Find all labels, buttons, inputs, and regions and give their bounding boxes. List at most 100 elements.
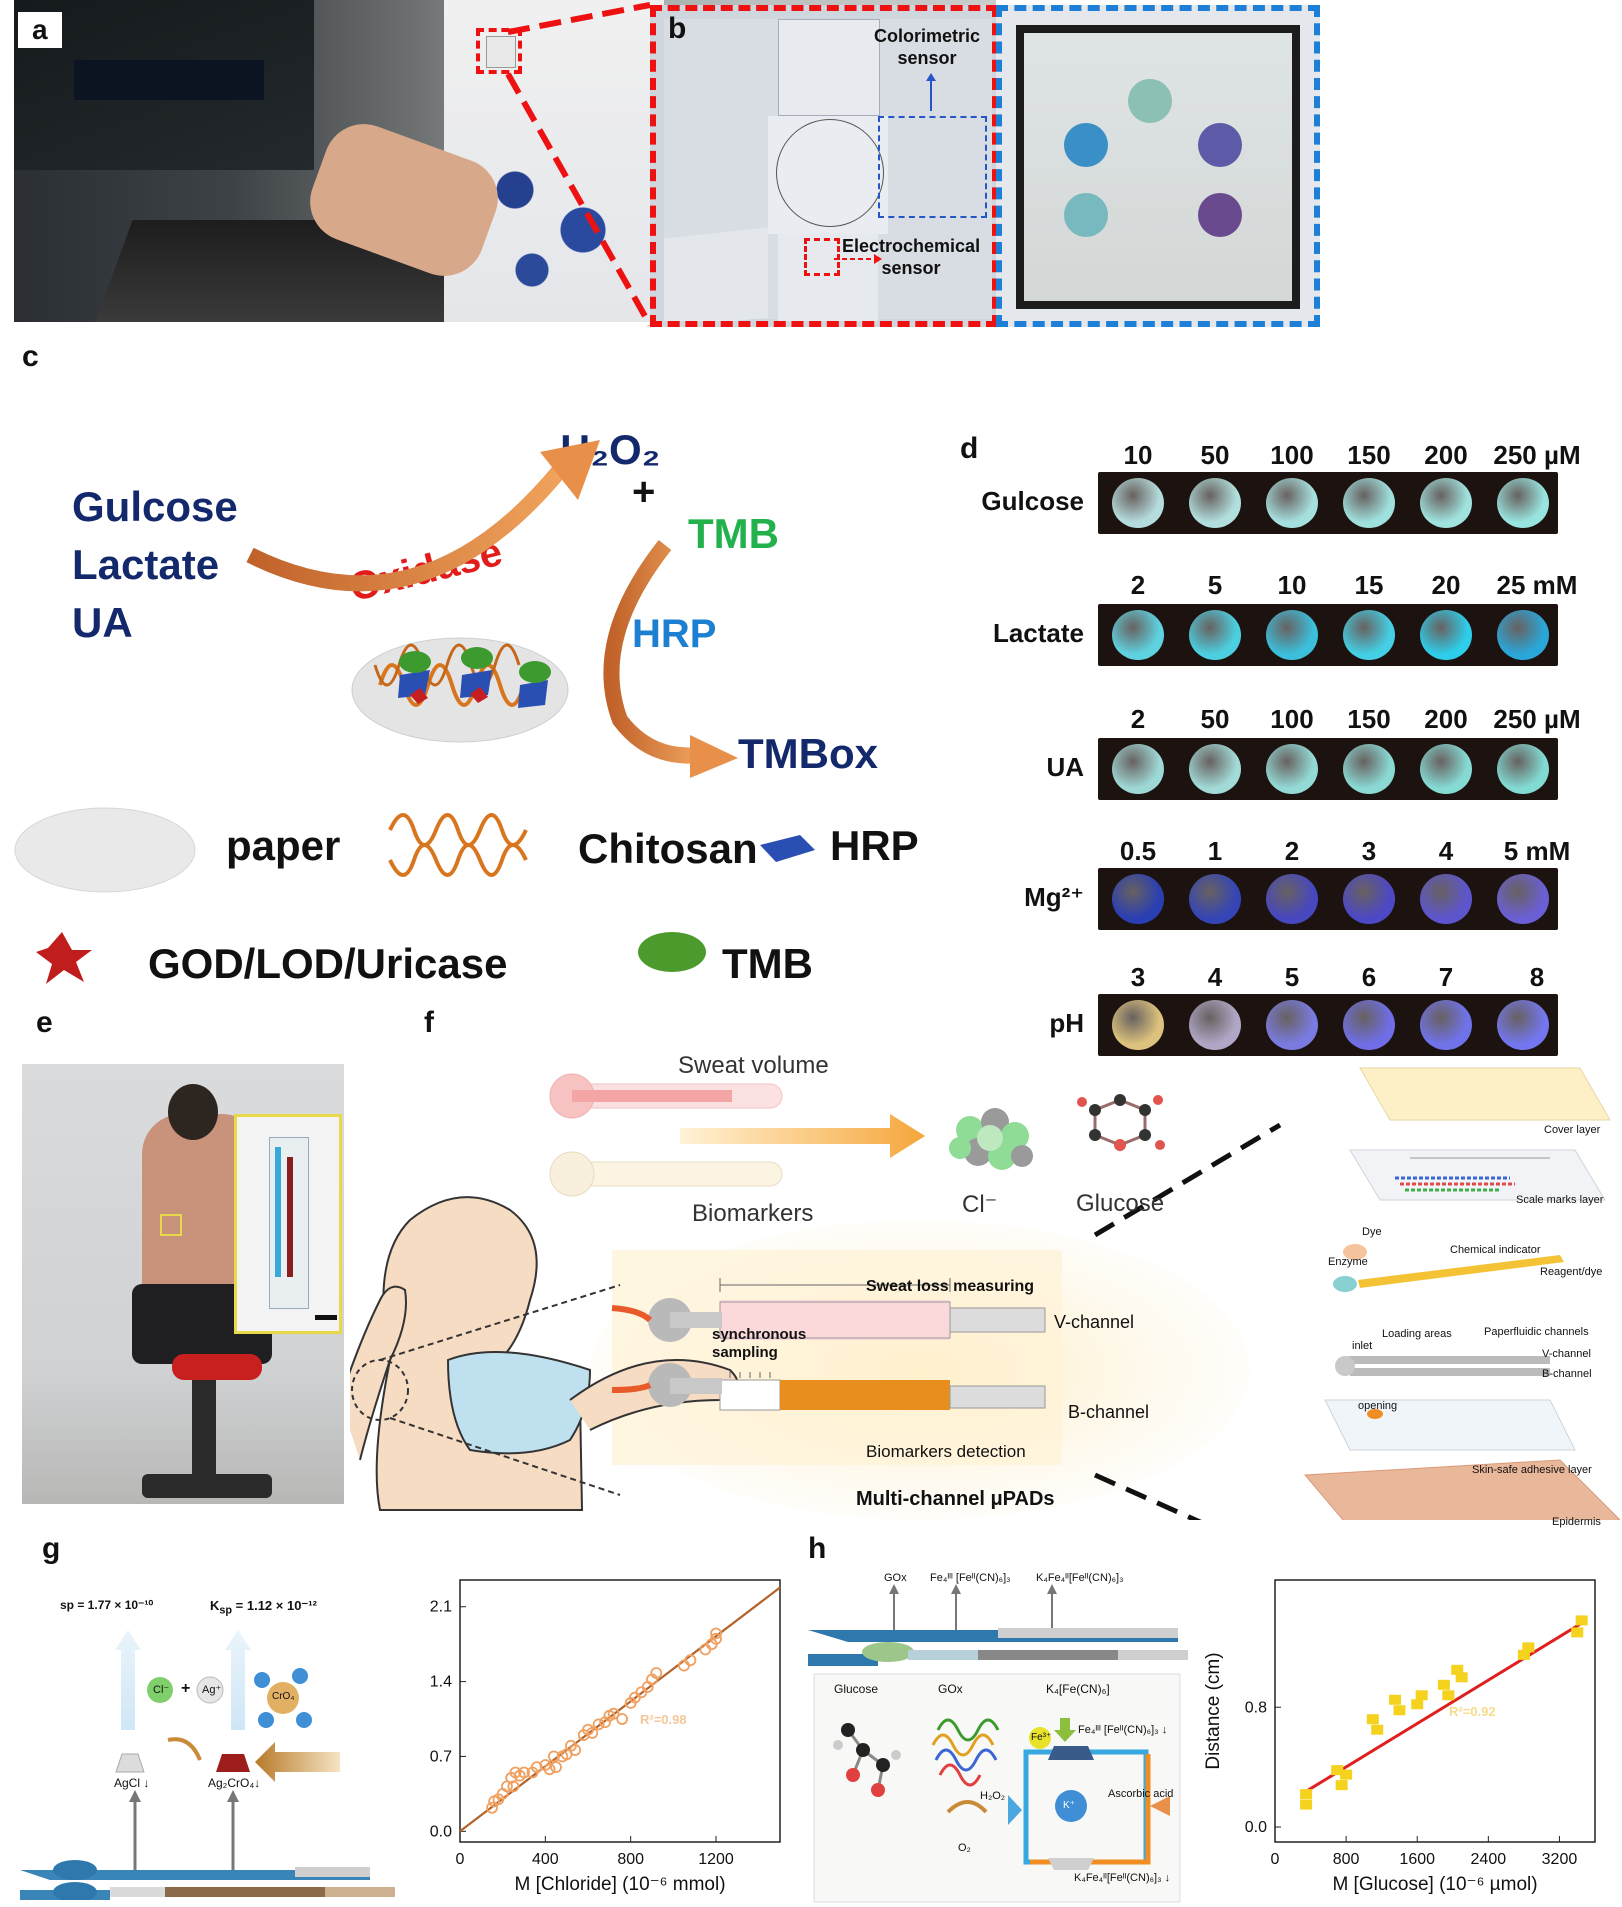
hrp-label: HRP (632, 612, 717, 656)
tmbox-label: TMBox (738, 730, 878, 777)
data-point (550, 1761, 562, 1774)
concentration-label: 3 (1130, 962, 1146, 992)
x-tick-label: 3200 (1542, 1851, 1578, 1868)
h-fe4-top: Fe₄ᴵᴵᴵ [Feᴵᴵ(CN)₆]₃ (930, 1572, 1011, 1584)
highlight-box (476, 28, 522, 74)
colorimetric-label-line1: Colorimetric (874, 26, 981, 46)
concentration-label: 2 (1130, 704, 1146, 734)
color-spot (1497, 1000, 1549, 1050)
concentration-label: 5 mM (1503, 836, 1571, 866)
sensor-spot-1 (1128, 79, 1172, 123)
concentration-label: 10 (1277, 570, 1307, 600)
head (168, 1084, 218, 1140)
data-point (569, 1744, 582, 1756)
inset-channel-b (287, 1157, 293, 1277)
data-point (586, 1727, 599, 1739)
color-spot (1266, 744, 1318, 794)
layer-opening: opening (1358, 1400, 1398, 1412)
chloride-cluster (949, 1108, 1033, 1170)
concentration-label: 5 (1207, 570, 1223, 600)
r-squared-annotation: R²=0.92 (1449, 1704, 1496, 1719)
color-spot (1112, 744, 1164, 794)
panel-h-scheme (808, 1584, 1188, 1903)
data-point (1340, 1769, 1353, 1780)
strip-row-label: pH (1049, 1008, 1084, 1038)
color-spot (1343, 1000, 1395, 1050)
data-point (592, 1718, 605, 1731)
concentration-label: 0.5 (1119, 836, 1157, 866)
analyte-ua: UA (72, 599, 133, 646)
plot-frame (1274, 1579, 1596, 1843)
x-tick-label: 1200 (698, 1851, 734, 1868)
electrochemical-label: Electrochemical sensor (842, 235, 980, 279)
layer-chem: Chemical indicator (1450, 1244, 1541, 1256)
panel-b-photo: Colorimetric sensor Electrochemical sens… (650, 5, 998, 327)
legend-chitosan: Chitosan (578, 825, 758, 872)
data-point (1300, 1789, 1313, 1800)
x-tick-label: 2400 (1471, 1851, 1507, 1868)
color-spot (1343, 874, 1395, 924)
panel-label-e: e (36, 1006, 53, 1039)
color-spot (1112, 874, 1164, 924)
sensor-spot-5 (1198, 193, 1242, 237)
concentration-label: 200 (1424, 440, 1468, 470)
concentration-label: 20 (1431, 570, 1461, 600)
data-point (678, 1659, 690, 1672)
color-spot (1497, 874, 1549, 924)
y-tick-label: 1.4 (430, 1674, 452, 1691)
sync-line1: synchronous (712, 1326, 807, 1343)
layer-cover: Cover layer (1544, 1124, 1601, 1136)
concentration-label: 1 (1207, 836, 1223, 866)
electrochemical-label-line2: sensor (881, 258, 941, 278)
layer-enzyme: Enzyme (1328, 1256, 1368, 1268)
ion-cl: Cl⁻ (153, 1684, 170, 1696)
color-spot (1266, 1000, 1318, 1050)
data-point (547, 1750, 560, 1763)
data-point (1389, 1694, 1401, 1705)
scale-bar (315, 1315, 337, 1320)
colorimetric-label-line2: sensor (897, 48, 957, 68)
h-o2: O₂ (958, 1842, 971, 1854)
glucose-molecule (1077, 1094, 1165, 1151)
concentration-label: 2 (1130, 570, 1146, 600)
h-h2o2: H₂O₂ (980, 1790, 1006, 1802)
data-point (1331, 1765, 1344, 1776)
h-glucose-molecule (833, 1723, 901, 1797)
concentration-label: 7 (1438, 962, 1454, 992)
data-point (1335, 1780, 1348, 1791)
sensor-patch-small (486, 36, 516, 68)
treadmill-display (74, 60, 264, 100)
ksp-ag2cro4: Ksp = 1.12 × 10⁻¹² (210, 1598, 317, 1617)
colorimetric-label: Colorimetric sensor (874, 25, 980, 69)
h-prussian: Fe₄ᴵᴵᴵ [Feᴵᴵ(CN)₆]₃ ↓ (1078, 1724, 1168, 1736)
concentration-label: 100 (1270, 704, 1314, 734)
x-tick-label: 1600 (1399, 1851, 1435, 1868)
tmb-label: TMB (688, 510, 779, 557)
upads-title: Multi-channel μPADs (856, 1488, 1055, 1510)
data-point (1442, 1690, 1455, 1701)
biomarkers-label: Biomarkers (692, 1200, 814, 1227)
legend-enzymes: GOD/LOD/Uricase (148, 940, 508, 987)
h-ascorbic: Ascorbic acid (1108, 1788, 1174, 1800)
fold-circle (776, 119, 884, 227)
h-kplus: K⁺ (1063, 1800, 1075, 1811)
plus-sign: + (632, 470, 656, 514)
bike-seat (172, 1354, 262, 1380)
layer-loading: Loading areas (1382, 1328, 1452, 1340)
concentration-label: 10 (1123, 440, 1153, 470)
h-glucose: Glucose (834, 1682, 879, 1696)
layer-epidermis: Epidermis (1552, 1516, 1601, 1528)
color-spot (1189, 744, 1241, 794)
data-point (1300, 1799, 1313, 1810)
data-point (518, 1766, 530, 1779)
data-point (1455, 1672, 1468, 1683)
concentration-label: 150 (1347, 704, 1391, 734)
color-spot (1343, 744, 1395, 794)
data-point (699, 1643, 712, 1656)
r-squared-annotation: R²=0.98 (640, 1712, 687, 1727)
color-spot (1420, 1000, 1472, 1050)
strip-row-label: Gulcose (981, 486, 1084, 516)
b-channel-label: B-channel (1068, 1402, 1150, 1422)
sensor-spot-2 (1064, 123, 1108, 167)
